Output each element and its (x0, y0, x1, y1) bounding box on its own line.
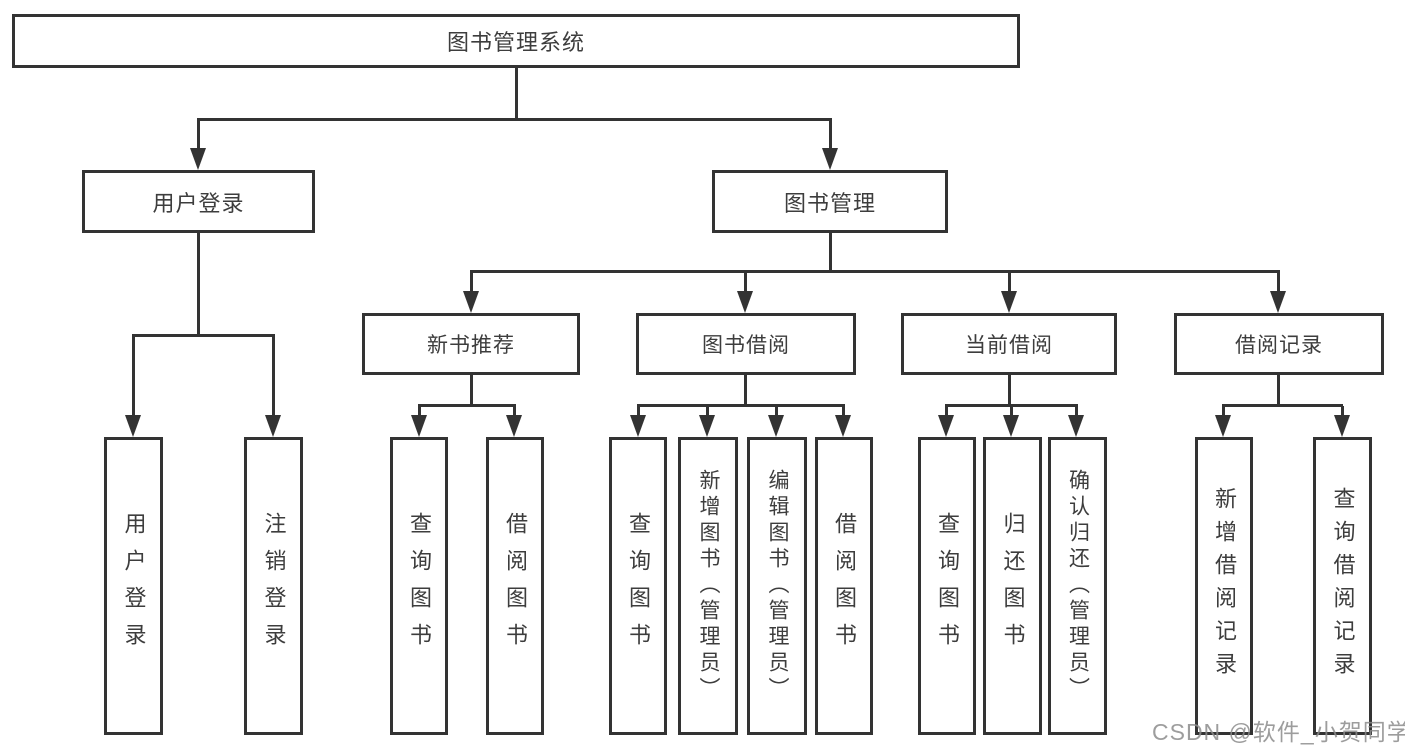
node-book-borrow: 图书借阅 (636, 313, 856, 375)
arrowhead-down-icon (938, 415, 954, 437)
arrowhead-down-icon (265, 415, 281, 437)
connector-line (1277, 272, 1280, 292)
connector-line (132, 336, 135, 416)
arrowhead-down-icon (1068, 415, 1084, 437)
leaf-label: 查询图书 (935, 512, 960, 660)
node-new-book-recommend: 新书推荐 (362, 313, 580, 375)
leaf-label: 用户登录 (121, 512, 147, 660)
leaf-add-books-admin: 新增图书（管理员） (678, 437, 738, 735)
leaf-edit-books-admin: 编辑图书（管理员） (747, 437, 807, 735)
arrowhead-down-icon (125, 415, 141, 437)
node-current-borrow: 当前借阅 (901, 313, 1117, 375)
leaf-label: 编辑图书（管理员） (766, 469, 789, 703)
connector-line (637, 406, 640, 417)
connector-line (470, 270, 1280, 273)
connector-line (1008, 272, 1011, 292)
connector-line (470, 375, 473, 406)
connector-line (945, 404, 1078, 407)
leaf-label: 查询借阅记录 (1330, 487, 1356, 685)
connector-line (197, 233, 200, 337)
connector-line (1075, 406, 1078, 417)
leaf-logout: 注销登录 (244, 437, 303, 735)
connector-line (945, 406, 948, 417)
connector-line (197, 118, 832, 121)
connector-line (197, 120, 200, 150)
connector-line (706, 406, 709, 417)
arrowhead-down-icon (699, 415, 715, 437)
arrowhead-down-icon (822, 148, 838, 170)
arrowhead-down-icon (737, 291, 753, 313)
leaf-label: 借阅图书 (503, 512, 528, 660)
connector-line (829, 233, 832, 272)
connector-line (1010, 406, 1013, 417)
connector-line (513, 406, 516, 417)
arrowhead-down-icon (1003, 415, 1019, 437)
connector-line (515, 68, 518, 120)
node-book-management: 图书管理 (712, 170, 948, 233)
connector-line (744, 375, 747, 406)
arrowhead-down-icon (190, 148, 206, 170)
leaf-confirm-return-admin: 确认归还（管理员） (1048, 437, 1107, 735)
connector-line (1341, 406, 1344, 417)
leaf-user-login: 用户登录 (104, 437, 163, 735)
connector-line (272, 336, 275, 416)
connector-line (418, 406, 421, 417)
connector-line (470, 272, 473, 292)
node-user-login: 用户登录 (82, 170, 315, 233)
leaf-borrow-books-2: 借阅图书 (815, 437, 873, 735)
connector-line (1008, 375, 1011, 406)
connector-line (842, 406, 845, 417)
leaf-label: 归还图书 (1000, 512, 1026, 660)
leaf-label: 新增借阅记录 (1212, 487, 1237, 685)
arrowhead-down-icon (1270, 291, 1286, 313)
arrowhead-down-icon (768, 415, 784, 437)
leaf-return-books: 归还图书 (983, 437, 1042, 735)
arrowhead-down-icon (1001, 291, 1017, 313)
arrowhead-down-icon (630, 415, 646, 437)
leaf-query-books-3: 查询图书 (918, 437, 976, 735)
leaf-label: 查询图书 (407, 512, 432, 660)
connector-line (637, 404, 845, 407)
connector-line (418, 404, 516, 407)
leaf-label: 注销登录 (261, 512, 287, 660)
leaf-label: 查询图书 (626, 512, 651, 660)
connector-line (775, 406, 778, 417)
arrowhead-down-icon (411, 415, 427, 437)
leaf-borrow-books-1: 借阅图书 (486, 437, 544, 735)
csdn-watermark: CSDN @软件_小贺同学 (1152, 719, 1405, 745)
leaf-label: 新增图书（管理员） (697, 469, 720, 703)
arrowhead-down-icon (1215, 415, 1231, 437)
leaf-query-books-1: 查询图书 (390, 437, 448, 735)
connector-line (1222, 406, 1225, 417)
connector-line (132, 334, 275, 337)
leaf-label: 借阅图书 (832, 512, 857, 660)
arrowhead-down-icon (1334, 415, 1350, 437)
arrowhead-down-icon (463, 291, 479, 313)
node-root: 图书管理系统 (12, 14, 1020, 68)
node-borrow-records: 借阅记录 (1174, 313, 1384, 375)
connector-line (744, 272, 747, 292)
connector-line (1277, 375, 1280, 406)
leaf-query-borrow-record: 查询借阅记录 (1313, 437, 1372, 735)
arrowhead-down-icon (835, 415, 851, 437)
leaf-query-books-2: 查询图书 (609, 437, 667, 735)
connector-line (1222, 404, 1343, 407)
connector-line (829, 120, 832, 150)
leaf-add-borrow-record: 新增借阅记录 (1195, 437, 1253, 735)
leaf-label: 确认归还（管理员） (1066, 469, 1090, 703)
arrowhead-down-icon (506, 415, 522, 437)
